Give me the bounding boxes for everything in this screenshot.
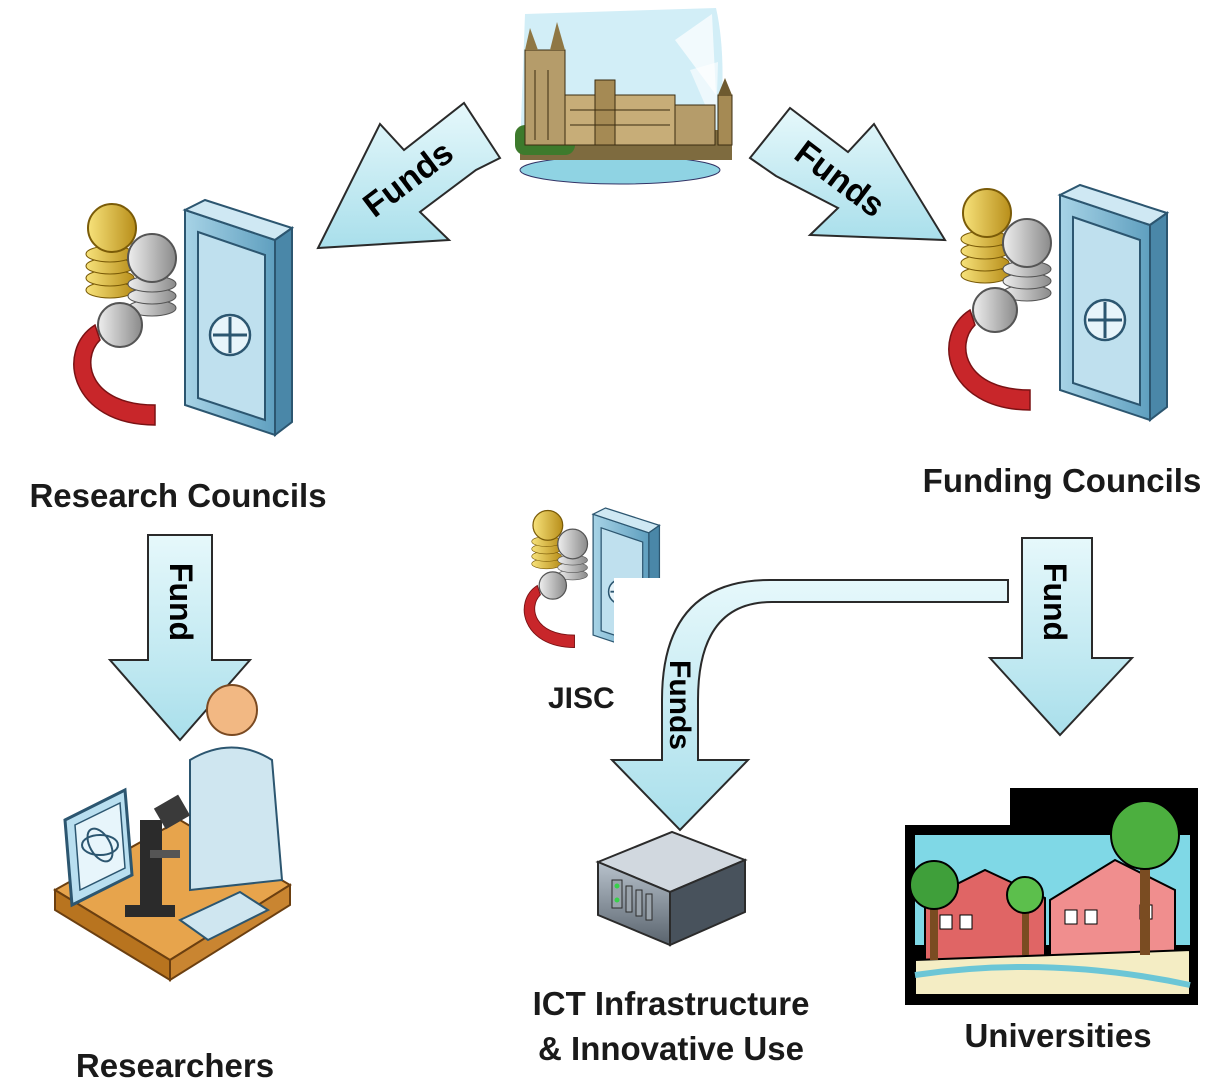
campus-icon — [905, 788, 1198, 1005]
arrow-label-jisc-to-ict: Funds — [663, 660, 696, 750]
label-research-councils: Research Councils — [29, 477, 326, 514]
label-ict-line2: & Innovative Use — [538, 1030, 804, 1067]
arrow-gov-to-research-councils: Funds — [316, 101, 502, 250]
arrow-gov-to-funding-councils: Funds — [748, 106, 947, 242]
arrow-jisc-to-ict: Funds — [609, 579, 1009, 832]
researcher-at-desk-icon — [53, 684, 292, 982]
coins-safe-icon-funding-councils — [947, 183, 1169, 422]
arrow-label-funding-to-universities: Fund — [1037, 563, 1073, 641]
coins-safe-icon-research-councils — [72, 198, 294, 437]
arrow-funding-to-universities: Fund — [987, 537, 1135, 737]
label-researchers: Researchers — [76, 1047, 274, 1084]
label-jisc: JISC — [548, 682, 615, 715]
label-ict-line1: ICT Infrastructure — [533, 985, 810, 1022]
label-universities: Universities — [964, 1017, 1151, 1054]
parliament-icon — [515, 8, 733, 185]
arrow-label-research-to-researchers: Fund — [163, 563, 199, 641]
server-icon — [595, 830, 748, 947]
label-funding-councils: Funding Councils — [923, 462, 1202, 499]
